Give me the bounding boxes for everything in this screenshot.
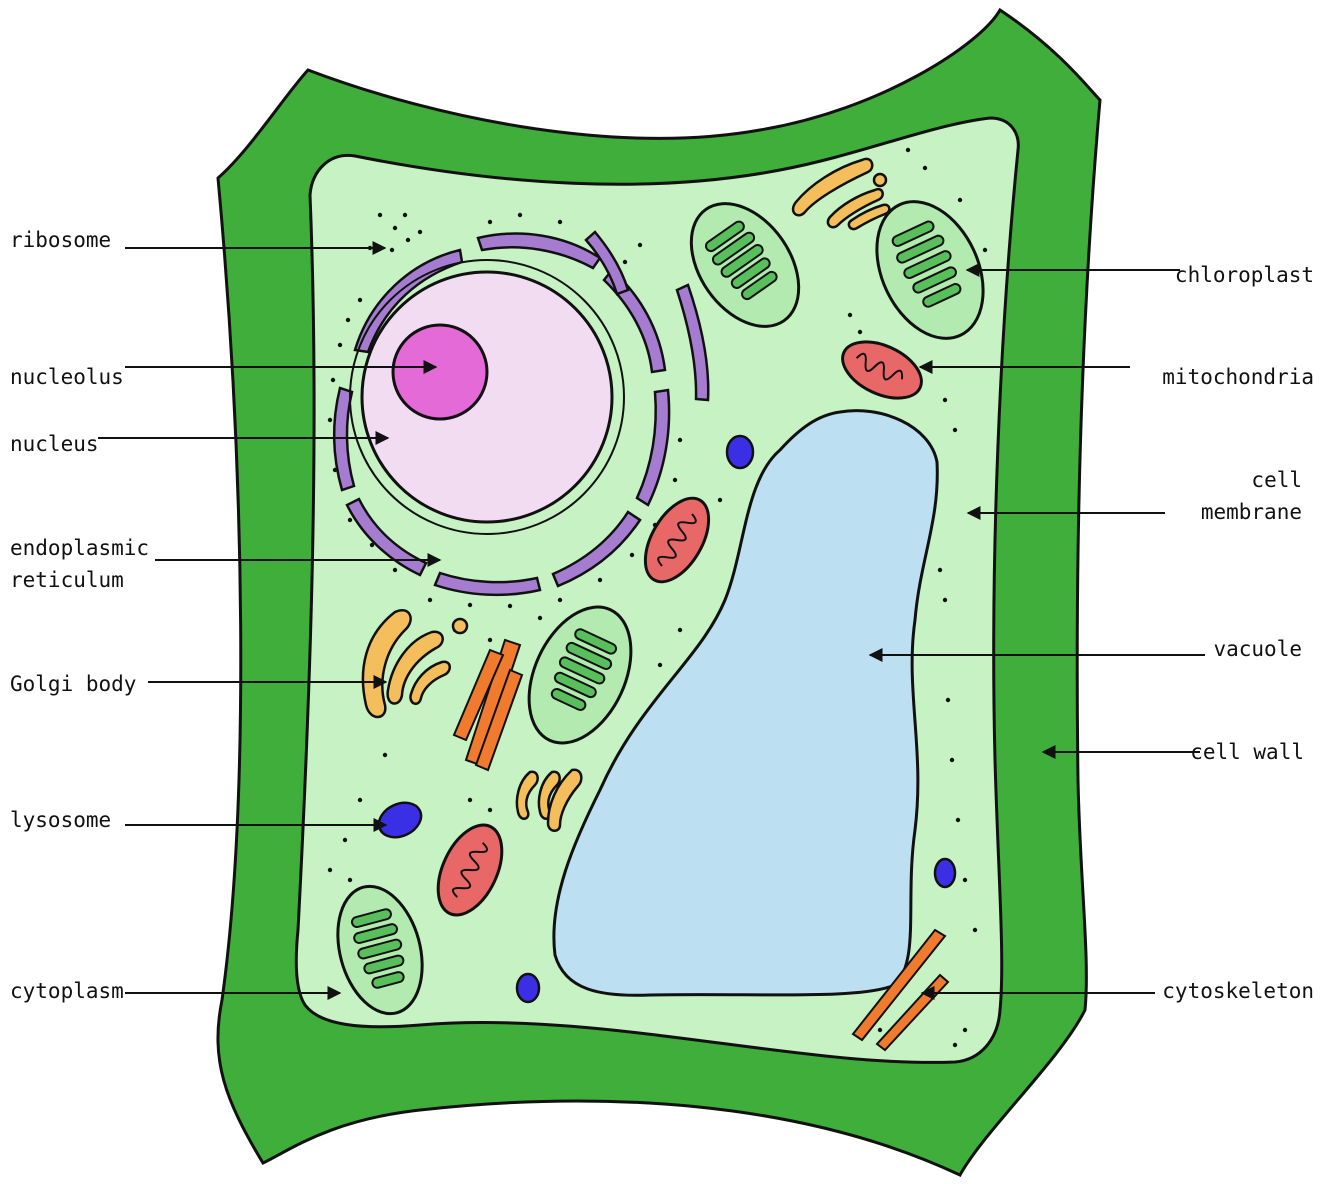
label-cell-wall: cell wall [1190,736,1304,768]
label-endoplasmic-reticulum-line2: reticulum [10,564,149,596]
label-vacuole: vacuole [1213,633,1302,665]
label-nucleolus: nucleolus [10,361,124,393]
label-cell-membrane-line2: membrane [1201,496,1302,528]
label-cell-membrane: cell membrane [1201,464,1302,528]
label-cytoskeleton: cytoskeleton [1162,975,1314,1007]
label-nucleus: nucleus [10,428,99,460]
label-endoplasmic-reticulum-line1: endoplasmic [10,532,149,564]
label-golgi-body: Golgi body [10,668,136,700]
label-endoplasmic-reticulum: endoplasmic reticulum [10,532,149,596]
label-cytoplasm: cytoplasm [10,975,124,1007]
label-ribosome: ribosome [10,224,111,256]
label-cell-membrane-line1: cell [1201,464,1302,496]
label-chloroplast: chloroplast [1175,259,1314,291]
label-lysosome: lysosome [10,804,111,836]
label-mitochondria: mitochondria [1162,361,1314,393]
nucleolus [393,325,487,419]
